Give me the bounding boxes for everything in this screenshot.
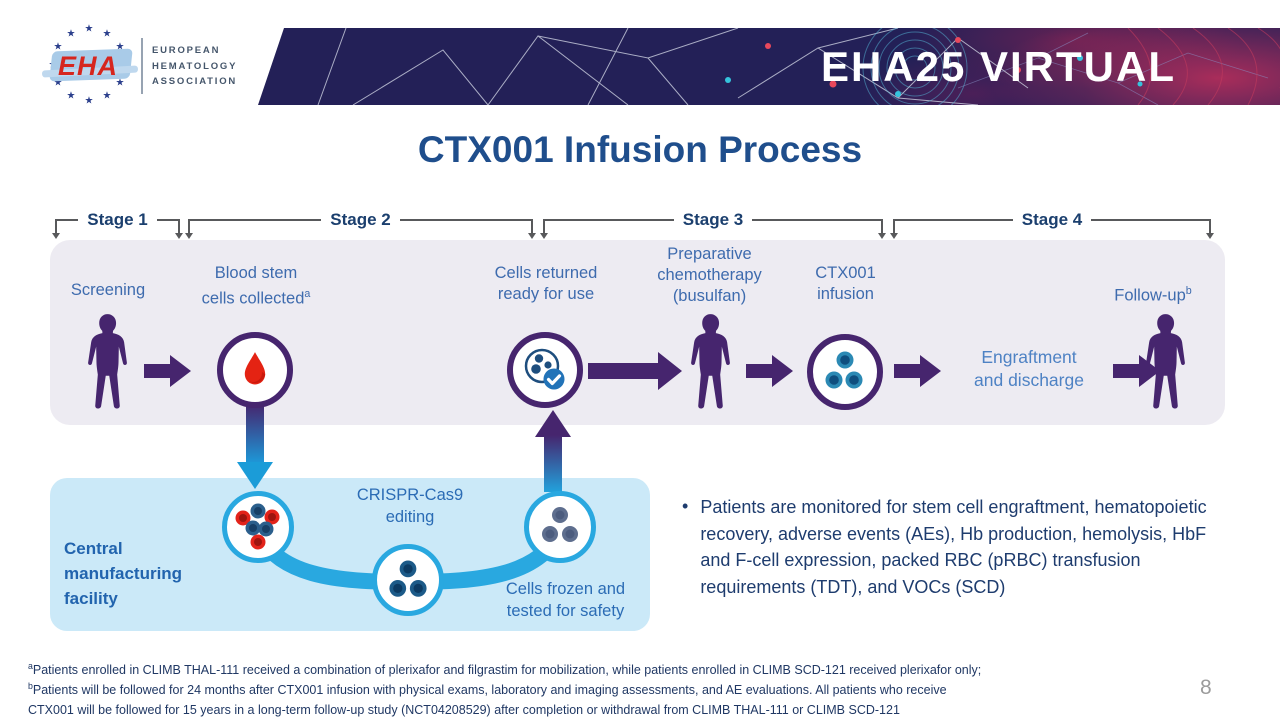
bullet-dot: • [682, 496, 689, 516]
bracket-arrow [878, 219, 887, 239]
blood-drop-circle [217, 332, 293, 408]
engraftment-label: Engraftment and discharge [974, 347, 1084, 390]
star-icon: ★ [53, 77, 63, 89]
stage-bracket-3: Stage 3 [540, 210, 887, 239]
page-number: 8 [1200, 676, 1212, 699]
step-followup-label: Follow-upb [1114, 285, 1192, 305]
step-returned-label: Cells returned ready for use [494, 264, 598, 303]
star-icon: ★ [84, 23, 94, 35]
logo-org-name: EUROPEAN HEMATOLOGY ASSOCIATION [152, 45, 238, 87]
banner-title: EHA25 VIRTUAL [820, 42, 1176, 90]
facility-label: Central manufacturing facility [64, 539, 183, 608]
footnote-line: aPatients enrolled in CLIMB THAL-111 rec… [28, 661, 982, 678]
patient-icon [1146, 314, 1185, 409]
stage-bracket-1: Stage 1 [52, 210, 184, 239]
up-connector-arrow [535, 410, 571, 437]
step-screening-label: Screening [70, 281, 146, 299]
monitoring-bullet: • Patients are monitored for stem cell e… [682, 494, 1234, 600]
edited-cells-circle [372, 544, 444, 616]
frozen-cells-icon [542, 507, 578, 542]
eha-logo: ★★★★★★★★★★★★ EHA EUROPEAN HEMATOLOGY ASS… [40, 16, 255, 107]
logo-divider [141, 38, 143, 94]
banner-network-art [317, 28, 1280, 105]
up-connector-shaft [544, 435, 562, 492]
step-collection-label: Blood stem cells collecteda [201, 264, 311, 308]
blood-drop-icon [244, 352, 266, 385]
ctx001-cells-icon [825, 351, 863, 389]
footnote-line: bPatients will be followed for 24 months… [28, 681, 947, 698]
star-icon: ★ [115, 41, 125, 53]
cells-checked-icon [524, 348, 565, 390]
bracket-arrow [528, 219, 537, 239]
bracket-arrow [540, 219, 548, 239]
edited-cells-icon [389, 560, 427, 597]
step-chemo-label: Preparative chemotherapy (busulfan) [657, 245, 762, 305]
arrow-right-icon [588, 352, 682, 390]
arrow-right-icon [894, 355, 941, 387]
star-icon: ★ [84, 95, 94, 107]
bracket-arrow [52, 219, 60, 239]
arrow-right-icon [746, 355, 793, 387]
down-connector-shaft [246, 404, 264, 462]
stage-bracket-4: Stage 4 [890, 210, 1215, 239]
star-icon: ★ [115, 77, 125, 89]
mixed-cells-icon [235, 503, 280, 550]
crispr-editing-label: CRISPR-Cas9 editing [356, 486, 464, 526]
patient-icon [691, 314, 730, 409]
footnote-line: CTX001 will be followed for 15 years in … [28, 703, 900, 718]
arrow-right-icon [144, 355, 191, 387]
star-icon: ★ [66, 28, 76, 40]
stage-label: Stage 4 [1021, 210, 1083, 229]
bracket-arrow [890, 219, 898, 239]
bracket-arrow [175, 219, 184, 239]
bracket-arrow [1206, 219, 1215, 239]
cells-frozen-label: Cells frozen and tested for safety [505, 580, 626, 620]
down-connector-arrow [237, 462, 273, 489]
bullet-text: Patients are monitored for stem cell eng… [700, 497, 1207, 597]
step-infusion-label: CTX001 infusion [815, 264, 876, 303]
stage-label: Stage 3 [682, 210, 744, 229]
star-icon: ★ [102, 90, 112, 102]
bracket-arrow [185, 219, 193, 239]
star-icon: ★ [66, 90, 76, 102]
logo-acronym: EHA [58, 51, 119, 81]
cells-checked-circle [507, 332, 583, 408]
star-icon: ★ [102, 28, 112, 40]
mixed-cells-circle [222, 491, 294, 563]
patient-icon [88, 314, 127, 409]
footnotes: aPatients enrolled in CLIMB THAL-111 rec… [28, 658, 1188, 718]
page-title: CTX001 Infusion Process [417, 129, 863, 170]
arrow-right-icon [1113, 355, 1160, 387]
ctx001-cells-circle [807, 334, 883, 410]
stage-label: Stage 2 [330, 210, 391, 229]
star-icon: ★ [53, 41, 63, 53]
stage-bracket-2: Stage 2 [185, 210, 537, 239]
stage-label: Stage 1 [87, 210, 148, 229]
frozen-cells-circle [524, 491, 596, 563]
conference-banner: EHA25 VIRTUAL [258, 28, 1280, 105]
